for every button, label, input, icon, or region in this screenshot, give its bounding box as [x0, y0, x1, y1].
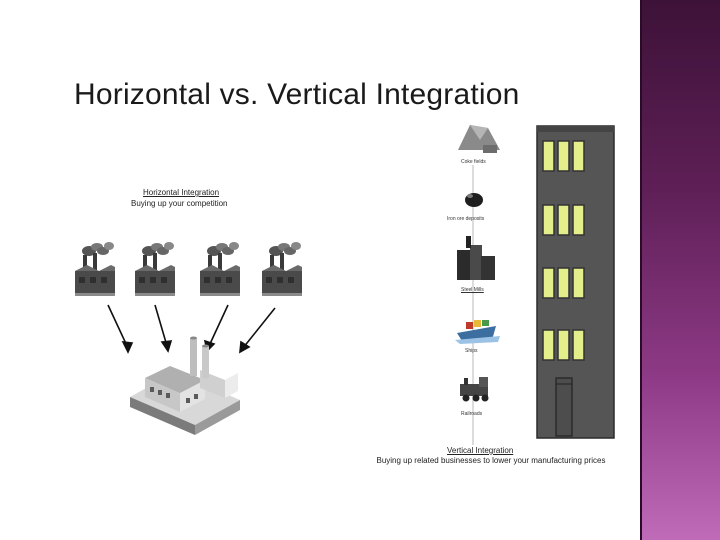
slide-title: Horizontal vs. Vertical Integration [74, 78, 520, 111]
chain-label-steel-mills: Steel Mills [461, 287, 484, 293]
locomotive-icon [460, 377, 489, 402]
skyscraper-icon [536, 125, 615, 439]
horizontal-caption: Horizontal Integration Buying up your co… [131, 187, 228, 209]
smokestack-factory-icon [200, 242, 240, 296]
horizontal-subtitle: Buying up your competition [131, 199, 228, 208]
chain-label-iron-ore: Iron ore deposits [447, 216, 485, 222]
smokestack-factory-icon [135, 242, 175, 296]
steel-mill-icon [457, 236, 495, 280]
chain-label-ships: Ships [465, 348, 478, 354]
coal-pile-icon [458, 125, 500, 153]
vertical-caption: Vertical Integration Buying up related b… [364, 446, 618, 466]
vertical-subtitle: Buying up related businesses to lower yo… [376, 456, 606, 465]
side-band-divider [640, 0, 642, 540]
acquisition-arrows [107, 304, 276, 354]
chain-label-coke-fields: Coke fields [461, 159, 486, 165]
ship-icon [455, 320, 500, 344]
vertical-heading: Vertical Integration [447, 446, 514, 455]
chain-label-railroads: Railroads [461, 411, 483, 417]
decorative-side-band [640, 0, 720, 540]
ore-icon [465, 193, 483, 207]
large-factory-icon [130, 336, 240, 435]
smokestack-factory-icon [75, 242, 115, 296]
horizontal-heading: Horizontal Integration [143, 188, 220, 197]
smokestack-factory-icon [262, 242, 302, 296]
